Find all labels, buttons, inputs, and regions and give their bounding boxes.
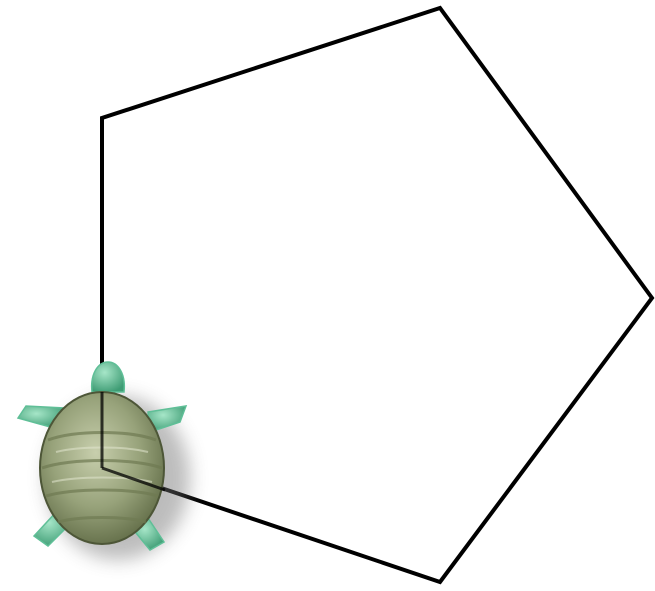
turtle-head	[92, 362, 125, 392]
turtle-icon	[18, 362, 190, 560]
